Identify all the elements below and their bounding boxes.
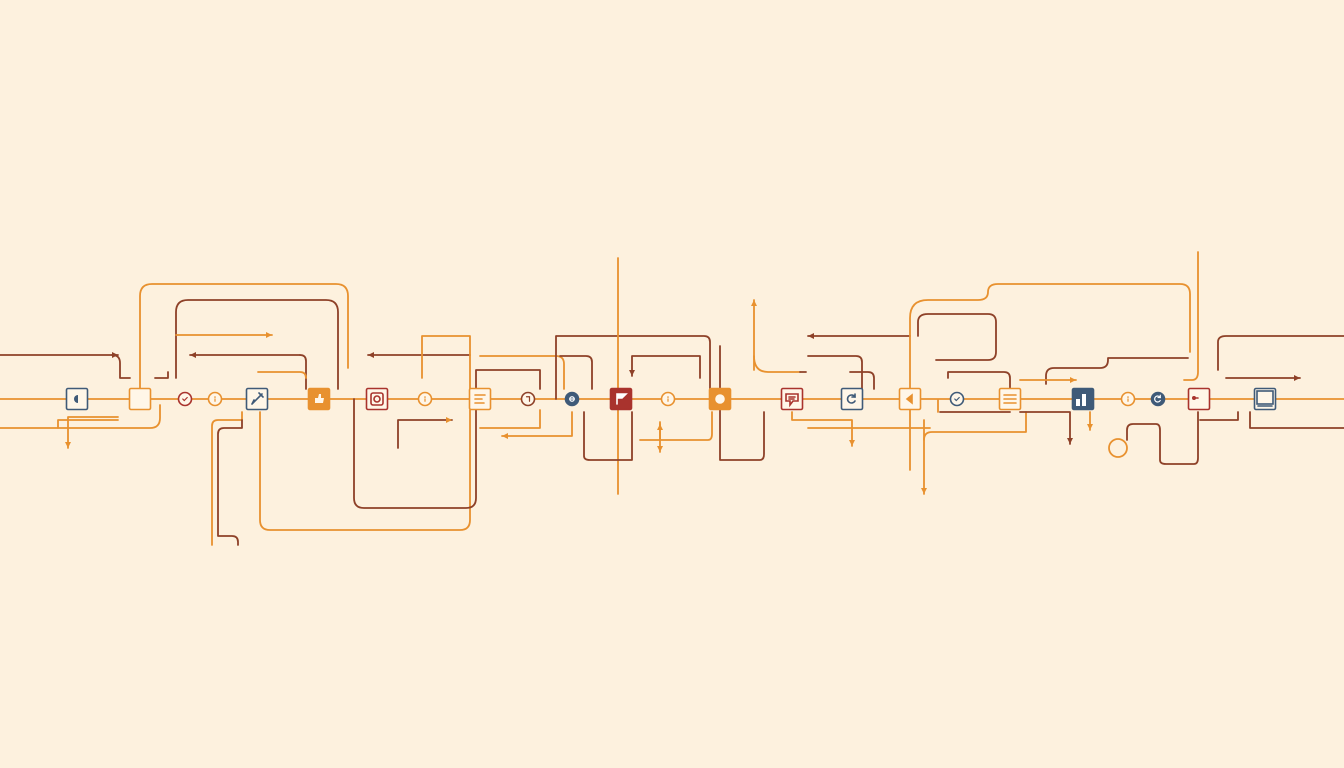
connector (1249, 411, 1344, 429)
connector (639, 411, 713, 441)
connector-arrow (65, 416, 119, 449)
connector (849, 371, 875, 390)
node-square (1187, 387, 1211, 411)
node-17 (898, 387, 922, 411)
node-20 (1071, 387, 1095, 411)
diagram-nodes (65, 387, 1277, 411)
connector (1126, 411, 1199, 465)
node-18 (949, 391, 965, 407)
node-square (128, 387, 152, 411)
camera-icon (370, 392, 384, 406)
connector (719, 345, 765, 461)
refresh-icon (846, 393, 856, 404)
play-back-icon (905, 393, 913, 405)
circle-dot-icon (715, 394, 725, 404)
node-19 (998, 387, 1022, 411)
node-8 (417, 391, 433, 407)
connector (421, 335, 471, 390)
connector (1217, 335, 1344, 371)
refresh-icon (1154, 394, 1161, 403)
document-lines-icon (474, 394, 486, 404)
menu-icon (1003, 394, 1017, 404)
connector (299, 354, 307, 390)
connector (583, 411, 633, 461)
thumbs-up-icon (315, 394, 324, 403)
tag-icon (525, 396, 531, 402)
connector (111, 354, 131, 379)
node-5 (245, 387, 269, 411)
connector (353, 369, 541, 509)
node-11 (564, 391, 580, 407)
connector (259, 409, 471, 531)
connector (139, 283, 349, 390)
node-7 (365, 387, 389, 411)
connector (555, 335, 711, 400)
connector (947, 371, 1011, 389)
node-22 (1150, 391, 1166, 407)
node-13 (660, 391, 676, 407)
connector (917, 313, 997, 361)
node-square (840, 387, 864, 411)
node-15 (780, 387, 804, 411)
node-9 (468, 387, 492, 411)
connector-arrow (791, 411, 855, 447)
connector (923, 411, 1027, 441)
node-12 (609, 387, 633, 411)
check-icon (954, 396, 960, 402)
node-3 (177, 391, 193, 407)
connector (909, 283, 1191, 471)
connector (753, 355, 801, 373)
chat-bubble-icon (785, 393, 799, 408)
node-16 (840, 387, 864, 411)
node-4 (207, 391, 223, 407)
connector (217, 419, 243, 546)
flag-icon (616, 393, 628, 405)
connector (807, 355, 863, 390)
connector-lines (0, 251, 1344, 546)
bar-chart-icon (1076, 394, 1086, 406)
node-circle (520, 391, 536, 407)
monitor-icon (1256, 390, 1274, 407)
node-23 (1187, 387, 1211, 411)
node-14 (708, 387, 732, 411)
connector (175, 299, 339, 390)
pencil-icon (251, 392, 264, 405)
node-1 (65, 387, 89, 411)
connector (559, 355, 593, 390)
node-21 (1120, 391, 1136, 407)
node-square (609, 387, 633, 411)
connector (1045, 357, 1189, 385)
check-icon (182, 396, 188, 402)
connector-terminal (1108, 438, 1128, 458)
card-icon (1192, 395, 1199, 400)
connector (154, 371, 169, 379)
half-circle-icon (74, 395, 78, 403)
node-6 (307, 387, 331, 411)
main-flow-line-lower (0, 404, 161, 429)
connector-arrow (397, 417, 453, 449)
connector (57, 419, 119, 429)
node-24 (1253, 387, 1277, 411)
connector-arrow (501, 411, 573, 439)
globe-icon (569, 396, 575, 402)
connector (1183, 251, 1199, 381)
node-10 (520, 391, 536, 407)
connector (479, 409, 541, 429)
node-square (365, 387, 389, 411)
connector (479, 355, 565, 390)
node-2 (128, 387, 152, 411)
connector (257, 371, 307, 379)
connector-arrow (629, 355, 701, 379)
connector (1199, 411, 1239, 421)
connector-arrow (1019, 411, 1073, 445)
node-circle (1150, 391, 1166, 407)
connector (211, 411, 243, 546)
